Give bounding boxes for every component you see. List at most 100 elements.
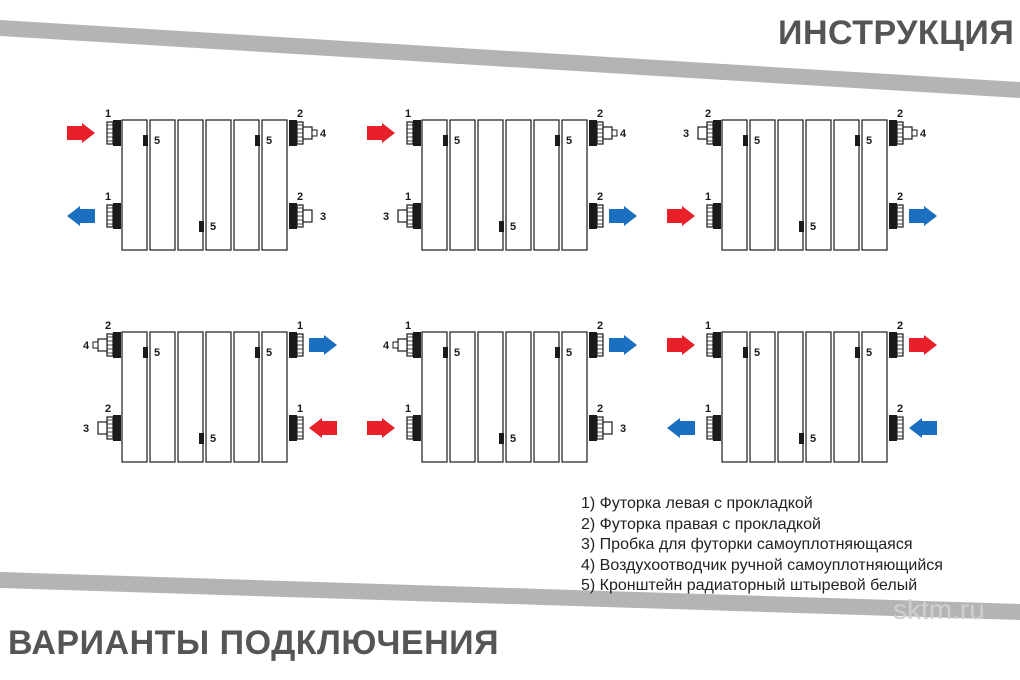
radiator-section <box>205 331 232 463</box>
radiator-section <box>121 331 148 463</box>
plug-icon <box>697 126 708 140</box>
radiator-section <box>533 119 560 251</box>
bushing-icon <box>289 120 297 146</box>
legend-item: 4) Воздухоотводчик ручной самоуплотняющи… <box>581 556 943 574</box>
bushing-icon <box>713 332 721 358</box>
bracket-icon <box>255 135 260 146</box>
port-number: 1 <box>405 108 411 120</box>
plug-icon <box>397 209 408 223</box>
bushing-icon <box>589 120 597 146</box>
flow-arrow-icon <box>909 335 937 355</box>
air-vent-icon <box>97 338 108 352</box>
port-number: 1 <box>105 108 111 120</box>
bracket-icon <box>443 135 448 146</box>
legend-item: 5) Кронштейн радиаторный штыревой белый <box>581 577 918 594</box>
radiator-section <box>205 119 232 251</box>
plug-number: 3 <box>620 423 626 435</box>
vent-nipple <box>911 129 918 137</box>
port-number: 1 <box>405 191 411 203</box>
radiator-section <box>833 331 860 463</box>
bracket-icon <box>855 135 860 146</box>
bracket-number: 5 <box>754 135 760 147</box>
radiator-section <box>149 331 176 463</box>
bushing-icon <box>113 332 121 358</box>
radiator-section <box>477 119 504 251</box>
plug-number: 4 <box>920 128 927 140</box>
bushing-icon <box>289 332 297 358</box>
watermark: sktm.ru <box>893 594 985 625</box>
page-title: ИНСТРУКЦИЯ <box>778 14 1015 52</box>
bracket-icon <box>799 221 804 232</box>
flow-arrow-icon <box>667 335 695 355</box>
radiator-section <box>477 331 504 463</box>
bracket-number: 5 <box>154 135 160 147</box>
bushing-icon <box>413 203 421 229</box>
radiator-section <box>149 119 176 251</box>
port-number: 1 <box>405 403 411 415</box>
port-number: 2 <box>597 403 603 415</box>
bracket-number: 5 <box>510 221 516 233</box>
bracket-number: 5 <box>154 347 160 359</box>
bracket-number: 5 <box>810 221 816 233</box>
bracket-number: 5 <box>266 347 272 359</box>
bracket-number: 5 <box>266 135 272 147</box>
bracket-icon <box>199 433 204 444</box>
radiator-section <box>177 119 204 251</box>
radiator-section <box>261 331 288 463</box>
bushing-icon <box>889 332 897 358</box>
radiator-section <box>721 119 748 251</box>
bushing-icon <box>113 120 121 146</box>
port-number: 2 <box>297 191 303 203</box>
plug-icon <box>302 209 313 223</box>
radiator-section <box>177 331 204 463</box>
bracket-number: 5 <box>210 221 216 233</box>
port-number: 1 <box>705 403 711 415</box>
port-number: 2 <box>597 191 603 203</box>
bushing-icon <box>589 415 597 441</box>
port-number: 2 <box>297 108 303 120</box>
radiator-section <box>233 119 260 251</box>
flow-arrow-icon <box>609 335 637 355</box>
bracket-number: 5 <box>866 135 872 147</box>
flow-arrow-icon <box>667 418 695 438</box>
air-vent-icon <box>902 126 913 140</box>
bracket-number: 5 <box>454 135 460 147</box>
port-number: 2 <box>597 108 603 120</box>
bracket-number: 5 <box>510 433 516 445</box>
plug-number: 4 <box>620 128 627 140</box>
radiator-section <box>561 331 588 463</box>
bushing-icon <box>889 203 897 229</box>
radiator-section <box>721 331 748 463</box>
bracket-icon <box>143 347 148 358</box>
port-number: 1 <box>405 320 411 332</box>
radiator-section <box>833 119 860 251</box>
flow-arrow-icon <box>367 123 395 143</box>
bracket-icon <box>499 433 504 444</box>
bushing-icon <box>713 120 721 146</box>
bracket-icon <box>799 433 804 444</box>
bracket-icon <box>743 135 748 146</box>
section-title: ВАРИАНТЫ ПОДКЛЮЧЕНИЯ <box>8 624 500 662</box>
radiator-section <box>805 119 832 251</box>
flow-arrow-icon <box>667 206 695 226</box>
air-vent-icon <box>302 126 313 140</box>
bushing-icon <box>289 203 297 229</box>
port-number: 2 <box>897 191 903 203</box>
air-vent-icon <box>602 126 613 140</box>
port-number: 2 <box>897 108 903 120</box>
bracket-icon <box>143 135 148 146</box>
bushing-icon <box>413 415 421 441</box>
radiator-section <box>777 331 804 463</box>
bushing-icon <box>889 415 897 441</box>
plug-icon <box>602 421 613 435</box>
flow-arrow-icon <box>909 418 937 438</box>
bracket-number: 5 <box>754 347 760 359</box>
plug-number: 3 <box>683 128 689 140</box>
bushing-icon <box>589 332 597 358</box>
flow-arrow-icon <box>309 418 337 438</box>
